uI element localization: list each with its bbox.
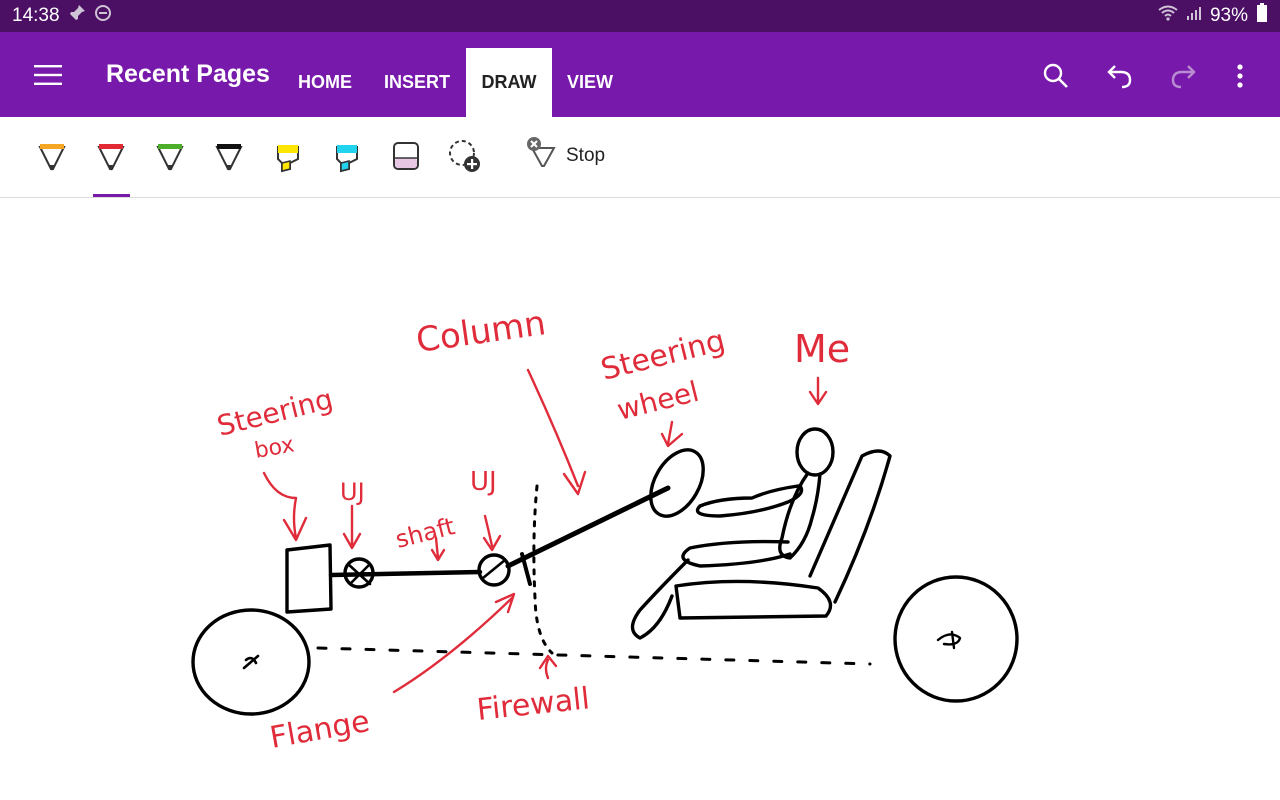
label-uj-right: UJ bbox=[470, 467, 497, 497]
page-title[interactable]: Recent Pages bbox=[106, 60, 270, 88]
label-flange: Flange bbox=[267, 704, 372, 756]
pen-black-icon[interactable] bbox=[209, 135, 249, 177]
uj-right bbox=[477, 553, 511, 587]
uj-right-arrow bbox=[482, 514, 502, 552]
more-options-icon[interactable] bbox=[1220, 56, 1260, 96]
page-canvas[interactable]: Column Steering wheel Me Steering box UJ… bbox=[0, 198, 1280, 800]
app-bar: Recent Pages HOME INSERT DRAW VIEW bbox=[0, 32, 1280, 117]
stop-label: Stop bbox=[566, 145, 606, 166]
steering-box bbox=[285, 543, 333, 614]
firewall-arrow bbox=[538, 654, 558, 680]
column-arrow bbox=[526, 368, 587, 496]
person-leg bbox=[630, 558, 690, 640]
tab-insert[interactable]: INSERT bbox=[383, 72, 450, 92]
uj-left-arrow bbox=[342, 504, 362, 550]
person-thigh bbox=[681, 539, 792, 568]
label-column: Column bbox=[414, 303, 549, 361]
pen-red-icon[interactable] bbox=[91, 135, 131, 177]
undo-icon[interactable] bbox=[1100, 56, 1140, 96]
ink-drawing: Column Steering wheel Me Steering box UJ… bbox=[191, 303, 1019, 756]
draw-ribbon: Stop bbox=[0, 117, 1280, 198]
steering-column bbox=[505, 485, 671, 569]
person-head bbox=[795, 427, 835, 477]
wifi-icon bbox=[1158, 5, 1178, 27]
label-steering-wheel-1: Steering bbox=[597, 323, 728, 388]
label-uj-left: UJ bbox=[340, 478, 365, 506]
flange-arrow bbox=[392, 592, 516, 694]
selected-pen-indicator bbox=[93, 194, 130, 197]
do-not-disturb-icon bbox=[94, 4, 112, 28]
red-ink-labels: Column Steering wheel Me Steering box UJ… bbox=[214, 303, 850, 756]
steering-box-arrow bbox=[262, 471, 308, 542]
label-firewall: Firewall bbox=[475, 681, 591, 728]
lasso-add-icon[interactable] bbox=[445, 135, 485, 177]
shaft-arrow bbox=[430, 536, 446, 562]
label-steering-box-2: box bbox=[253, 432, 297, 464]
pen-green-icon[interactable] bbox=[150, 135, 190, 177]
battery-percent: 93% bbox=[1209, 5, 1248, 26]
rear-hub bbox=[936, 630, 962, 650]
clock: 14:38 bbox=[12, 5, 60, 26]
steering-wheel bbox=[649, 448, 705, 518]
battery-icon bbox=[1256, 3, 1268, 29]
person-arm bbox=[695, 484, 804, 518]
firewall-line bbox=[532, 484, 554, 655]
person-torso bbox=[778, 471, 822, 560]
rear-wheel bbox=[893, 575, 1019, 703]
label-steering-box-1: Steering bbox=[214, 382, 336, 443]
seat-back bbox=[808, 449, 892, 604]
ground-line bbox=[316, 646, 872, 666]
black-ink-sketch bbox=[191, 427, 1019, 716]
pen-orange-icon[interactable] bbox=[32, 135, 72, 177]
eraser-icon[interactable] bbox=[386, 135, 426, 177]
label-shaft: shaft bbox=[393, 512, 458, 554]
shaft bbox=[328, 569, 483, 578]
label-steering-wheel-2: wheel bbox=[614, 375, 702, 427]
steering-wheel-arrow bbox=[660, 420, 684, 448]
tab-draw[interactable]: DRAW bbox=[466, 48, 552, 117]
pin-icon bbox=[68, 4, 86, 28]
label-me: Me bbox=[794, 327, 850, 371]
highlighter-cyan-icon[interactable] bbox=[327, 135, 367, 177]
search-icon[interactable] bbox=[1036, 56, 1076, 96]
stop-drawing-button[interactable]: Stop bbox=[524, 135, 605, 177]
tab-home[interactable]: HOME bbox=[298, 72, 352, 92]
status-bar: 14:38 93% bbox=[0, 0, 1280, 32]
me-arrow bbox=[808, 376, 828, 406]
highlighter-yellow-icon[interactable] bbox=[268, 135, 308, 177]
seat-cushion bbox=[674, 579, 833, 620]
hamburger-menu-icon[interactable] bbox=[30, 56, 68, 94]
signal-icon bbox=[1186, 5, 1202, 27]
stop-pen-icon bbox=[524, 136, 558, 176]
front-wheel bbox=[191, 608, 311, 716]
red-ink-arrows bbox=[262, 368, 828, 694]
tab-view[interactable]: VIEW bbox=[566, 72, 613, 92]
redo-icon[interactable] bbox=[1163, 56, 1203, 96]
front-hub bbox=[242, 654, 260, 670]
